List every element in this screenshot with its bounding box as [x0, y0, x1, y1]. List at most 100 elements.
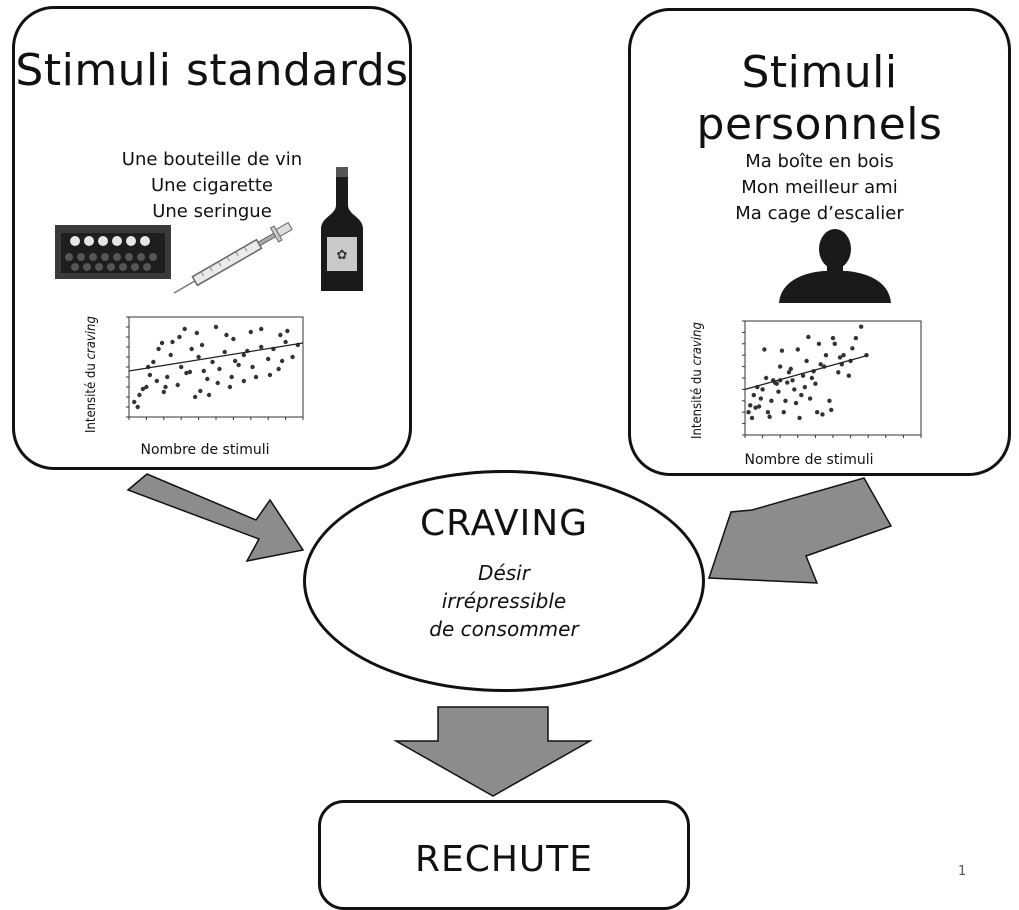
scatter-point — [154, 378, 160, 384]
example-item: Une cigarette — [150, 175, 273, 196]
example-item: Ma boîte en bois — [745, 151, 894, 172]
trend-line — [128, 342, 304, 372]
scatter-point — [816, 341, 822, 346]
scatter-point — [748, 403, 753, 408]
x-axis-label: Nombre de stimuli — [141, 442, 270, 458]
scatter-point — [189, 346, 194, 352]
scatter-point — [858, 324, 864, 329]
scatter-point — [285, 328, 290, 334]
scatter-point — [159, 340, 165, 346]
wine-bottle-image: ✿ — [321, 167, 363, 291]
scatter-point — [213, 324, 219, 330]
scatter-point — [776, 389, 781, 394]
scatter-point — [201, 368, 207, 374]
scatter-point — [853, 335, 859, 341]
scatter-point — [279, 358, 285, 364]
scatter-point — [813, 381, 818, 386]
scatter-point — [248, 329, 253, 335]
scatter-point — [786, 370, 792, 375]
scatter-point — [829, 407, 834, 413]
scatter-point — [753, 405, 758, 410]
scatter-point — [778, 364, 783, 369]
scatter-point — [756, 404, 762, 409]
scatter-point — [196, 354, 201, 360]
arrow-right-icon — [707, 477, 893, 584]
scatter-point — [215, 380, 220, 386]
scatter-point — [206, 392, 212, 398]
scatter-point — [783, 398, 788, 403]
scatter-point — [763, 375, 769, 381]
relapse-label: RECHUTE — [414, 839, 594, 880]
scatter-point — [760, 387, 765, 392]
scatter-point — [266, 356, 271, 362]
scatter-point — [765, 410, 771, 415]
standard-stimuli-panel: Stimuli standards Une bouteille de vin U… — [12, 6, 412, 470]
scatter-point — [259, 326, 264, 332]
scatter-point — [793, 400, 799, 406]
scatter-point — [165, 374, 170, 380]
scatter-point — [205, 376, 210, 382]
craving-definition-line: irrépressible — [441, 589, 567, 613]
scatter-point — [227, 384, 233, 390]
cigarette-pack-image — [55, 225, 171, 279]
scatter-point — [804, 358, 809, 364]
scatter-point — [746, 410, 751, 415]
example-item: Une seringue — [152, 201, 272, 222]
personal-stimuli-title: Stimuli personnels — [696, 47, 943, 150]
x-axis-label: Nombre de stimuli — [745, 452, 874, 468]
scatter-point — [814, 410, 820, 415]
scatter-point — [283, 339, 288, 345]
syringe-image — [173, 221, 293, 294]
scatter-point — [184, 370, 189, 376]
scatter-point — [163, 384, 168, 390]
scatter-point — [751, 392, 756, 398]
scatter-point — [841, 353, 846, 358]
scatter-point — [802, 384, 808, 390]
scatter-point — [779, 348, 785, 353]
scatter-point — [151, 359, 156, 365]
example-item: Une bouteille de vin — [121, 149, 303, 170]
scatter-point — [769, 398, 774, 403]
craving-circle: CRAVING Désir irrépressible de consommer — [303, 470, 705, 692]
scatter-point — [827, 398, 832, 403]
scatter-point — [799, 392, 804, 398]
scatter-point — [259, 344, 264, 350]
scatter-point — [161, 389, 166, 395]
scatter-point — [762, 347, 767, 352]
scatter-plot-standard: Intensité du craving Nombre de stimuli — [84, 316, 304, 458]
craving-definition-line: Désir — [478, 561, 530, 585]
scatter-point — [830, 335, 836, 341]
craving-title: CRAVING — [419, 503, 589, 544]
svg-text:✿: ✿ — [337, 248, 348, 263]
scatter-point — [800, 373, 806, 378]
scatter-point — [806, 334, 811, 340]
scatter-point — [241, 352, 247, 358]
scatter-point — [807, 396, 813, 401]
scatter-point — [785, 380, 790, 385]
standard-stimuli-title: Stimuli standards — [15, 45, 409, 96]
scatter-point — [809, 375, 815, 381]
scatter-point — [818, 362, 823, 367]
scatter-point — [276, 366, 281, 372]
scatter-point — [792, 387, 797, 392]
scatter-point — [846, 373, 852, 378]
scatter-point — [850, 346, 855, 351]
personal-stimuli-panel: Stimuli personnels Ma boîte en bois Mon … — [628, 8, 1011, 476]
scatter-point — [278, 332, 283, 338]
scatter-point — [795, 347, 800, 352]
page-number: 1 — [958, 864, 967, 879]
scatter-point — [820, 412, 825, 417]
scatter-point — [182, 326, 187, 332]
scatter-point — [170, 339, 175, 345]
person-silhouette-image — [779, 229, 891, 303]
scatter-point — [194, 330, 200, 336]
scatter-point — [144, 384, 149, 390]
example-item: Mon meilleur ami — [741, 177, 898, 198]
scatter-point — [222, 349, 227, 355]
scatter-point — [790, 378, 795, 383]
scatter-point — [781, 410, 786, 415]
scatter-point — [231, 336, 236, 342]
scatter-point — [199, 342, 205, 348]
scatter-point — [137, 392, 142, 398]
